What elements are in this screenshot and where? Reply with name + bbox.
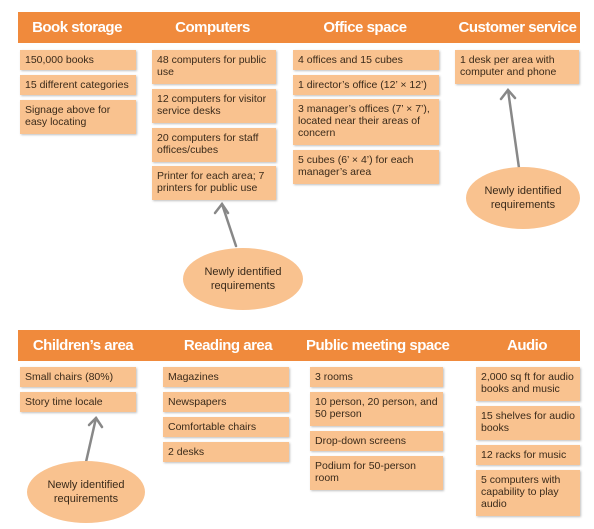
bottom-header-band <box>18 330 580 361</box>
reading-area-item: Newspapers <box>163 392 289 412</box>
book-storage-item: 150,000 books <box>20 50 136 70</box>
book-storage-item: Signage above for easy locating <box>20 100 136 134</box>
header-childrens-area: Children’s area <box>32 337 134 354</box>
newly-identified-bubble-children: Newly identified requirements <box>27 461 145 523</box>
bubble-text: Newly identified requirements <box>484 185 562 211</box>
arrow-children-note <box>84 416 98 464</box>
childrens-area-item: Story time locale <box>20 392 136 412</box>
arrowhead-children-note <box>87 416 104 429</box>
audio-item: 5 computers with capability to play audi… <box>476 470 580 516</box>
newly-identified-bubble-customer: Newly identified requirements <box>466 167 580 229</box>
public-meeting-item: 3 rooms <box>310 367 443 387</box>
header-book-storage: Book storage <box>32 19 122 36</box>
arrowhead-computers-note <box>213 201 230 215</box>
computers-item: 48 computers for public use <box>152 50 276 84</box>
computers-item: Printer for each area; 7 printers for pu… <box>152 166 276 200</box>
audio-item: 15 shelves for audio books <box>476 406 580 440</box>
office-space-item: 3 manager’s offices (7’ × 7’), located n… <box>293 99 439 145</box>
computers-item: 12 computers for visitor service desks <box>152 89 276 123</box>
childrens-area-item: Small chairs (80%) <box>20 367 136 387</box>
header-customer-service: Customer service <box>458 19 577 36</box>
bubble-text: Newly identified requirements <box>47 479 125 505</box>
header-computers: Computers <box>175 19 250 36</box>
reading-area-item: Comfortable chairs <box>163 417 289 437</box>
reading-area-item: 2 desks <box>163 442 289 462</box>
book-storage-item: 15 different categories <box>20 75 136 95</box>
top-header-band <box>18 12 580 43</box>
header-audio: Audio <box>507 337 548 354</box>
public-meeting-item: 10 person, 20 person, and 50 person <box>310 392 443 426</box>
audio-item: 12 racks for music <box>476 445 580 465</box>
office-space-item: 4 offices and 15 cubes <box>293 50 439 70</box>
newly-identified-bubble-computers: Newly identified requirements <box>183 248 303 310</box>
arrowhead-customer-note <box>499 88 517 101</box>
computers-item: 20 computers for staff offices/cubes <box>152 128 276 162</box>
public-meeting-item: Drop-down screens <box>310 431 443 451</box>
reading-area-item: Magazines <box>163 367 289 387</box>
office-space-item: 1 director’s office (12’ × 12’) <box>293 75 439 95</box>
public-meeting-item: Podium for 50-person room <box>310 456 443 490</box>
header-public-meeting-space: Public meeting space <box>306 337 450 354</box>
arrow-computers-note <box>220 202 238 248</box>
arrow-customer-note <box>506 88 521 170</box>
audio-item: 2,000 sq ft for audio books and music <box>476 367 580 401</box>
header-reading-area: Reading area <box>183 337 273 354</box>
header-office-space: Office space <box>323 19 407 36</box>
bubble-text: Newly identified requirements <box>204 266 282 292</box>
office-space-item: 5 cubes (6’ × 4’) for each manager’s are… <box>293 150 439 184</box>
customer-service-item: 1 desk per area with computer and phone <box>455 50 579 84</box>
